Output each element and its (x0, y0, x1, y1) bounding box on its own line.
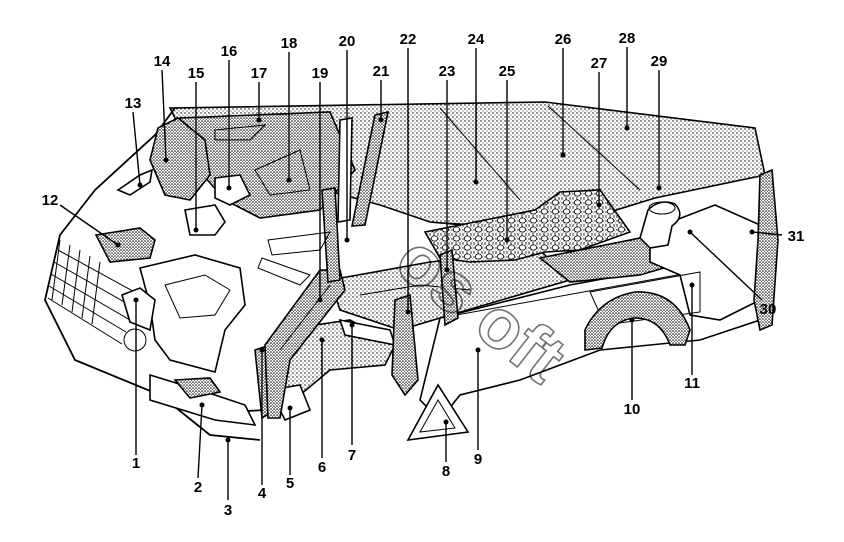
callout-31: 31 (788, 228, 805, 245)
callout-30: 30 (760, 301, 777, 318)
callout-13: 13 (125, 95, 142, 112)
front-grille (47, 239, 147, 352)
hood-hinge-bracket (116, 168, 154, 196)
vehicle-body (44, 101, 779, 442)
heater-box (214, 174, 252, 206)
callout-18: 18 (281, 35, 298, 52)
callout-1: 1 (132, 455, 140, 472)
callout-29: 29 (651, 53, 668, 70)
callout-6: 6 (318, 459, 326, 476)
rear-side-panel (649, 204, 761, 321)
callout-4: 4 (258, 485, 267, 502)
callout-22: 22 (400, 31, 417, 48)
callout-10: 10 (624, 401, 641, 418)
callout-19: 19 (312, 65, 329, 82)
callout-23: 23 (439, 63, 456, 80)
blower-housing (184, 204, 226, 236)
callout-17: 17 (251, 65, 268, 82)
callout-25: 25 (499, 63, 516, 80)
callout-24: 24 (468, 31, 485, 48)
callout-3: 3 (224, 502, 232, 519)
rear-pillar-trim (753, 168, 779, 332)
callout-28: 28 (619, 30, 636, 47)
callout-2: 2 (194, 479, 202, 496)
callout-7: 7 (348, 447, 356, 464)
rear-wheel-arch-liner (584, 291, 691, 351)
callout-11: 11 (684, 375, 700, 392)
dash-insulation-center (139, 254, 246, 373)
center-pillar-long (321, 187, 341, 283)
callout-15: 15 (188, 65, 205, 82)
c-pillar-trim (439, 248, 459, 327)
callout-21: 21 (373, 63, 390, 80)
callout-labels: 1 2 3 4 5 6 7 8 9 10 11 12 13 14 15 16 1… (42, 30, 805, 519)
b-pillar-upper-trim (351, 110, 390, 227)
engine-cover-pad (173, 377, 222, 399)
callout-8: 8 (442, 463, 450, 480)
air-box-cover (94, 227, 156, 263)
dash-insulation-left (121, 287, 156, 332)
callout-9: 9 (474, 451, 482, 468)
leader-lines (59, 47, 783, 500)
door-frame-insulation (264, 269, 346, 419)
roof-bow-cross-rail (337, 117, 353, 223)
front-bumper (149, 373, 257, 426)
callout-12: 12 (42, 192, 59, 209)
callout-27: 27 (591, 55, 608, 72)
callout-16: 16 (221, 43, 238, 60)
callout-5: 5 (286, 475, 294, 492)
spare-wheel-bracket (639, 201, 681, 249)
callout-14: 14 (154, 53, 171, 70)
callout-26: 26 (555, 31, 572, 48)
callout-20: 20 (339, 33, 356, 50)
